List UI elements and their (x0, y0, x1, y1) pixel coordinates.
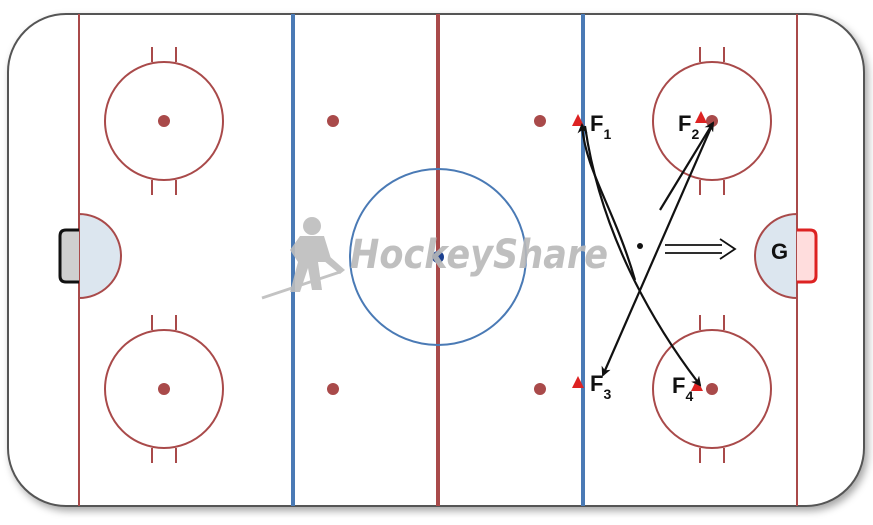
faceoff-circle-right-bottom (652, 315, 772, 463)
neutral-dot-right-bottom (534, 383, 546, 395)
watermark-text: HockeyShare (350, 232, 608, 278)
goal-net-right (797, 228, 818, 284)
player-label-f3: F3 (590, 371, 611, 402)
player-label-f2: F2 (678, 111, 699, 142)
skate-path-f3-to-f1 (577, 123, 637, 281)
goal-crease-left (78, 212, 122, 300)
goal-net-left (58, 228, 79, 284)
goalie-label: G (771, 239, 788, 264)
neutral-dot-left-bottom (327, 383, 339, 395)
faceoff-circle-left-bottom (104, 315, 224, 463)
center-faceoff-dot (432, 251, 444, 263)
faceoff-circle-right-top (652, 47, 772, 195)
player-marker-f3 (572, 376, 584, 388)
neutral-dot-left-top (327, 115, 339, 127)
player-marker-f2 (695, 111, 707, 123)
goal-crease-right (754, 212, 798, 300)
skate-path-f2-to-f3 (601, 122, 715, 377)
skate-path-mid-to-f2 (659, 121, 715, 211)
shot-arrow-icon (665, 238, 737, 260)
player-label-f1: F1 (590, 111, 611, 142)
center-circle (349, 168, 527, 346)
player-marker-f1 (572, 114, 584, 126)
puck-dot (637, 243, 643, 249)
skate-path-f1-to-f4 (583, 125, 702, 387)
player-label-f4: F4 (672, 373, 693, 404)
neutral-dot-right-top (534, 115, 546, 127)
hockeyshare-watermark: HockeyShare (261, 217, 608, 300)
faceoff-circle-left-top (104, 47, 224, 195)
player-silhouette-icon (261, 217, 345, 300)
